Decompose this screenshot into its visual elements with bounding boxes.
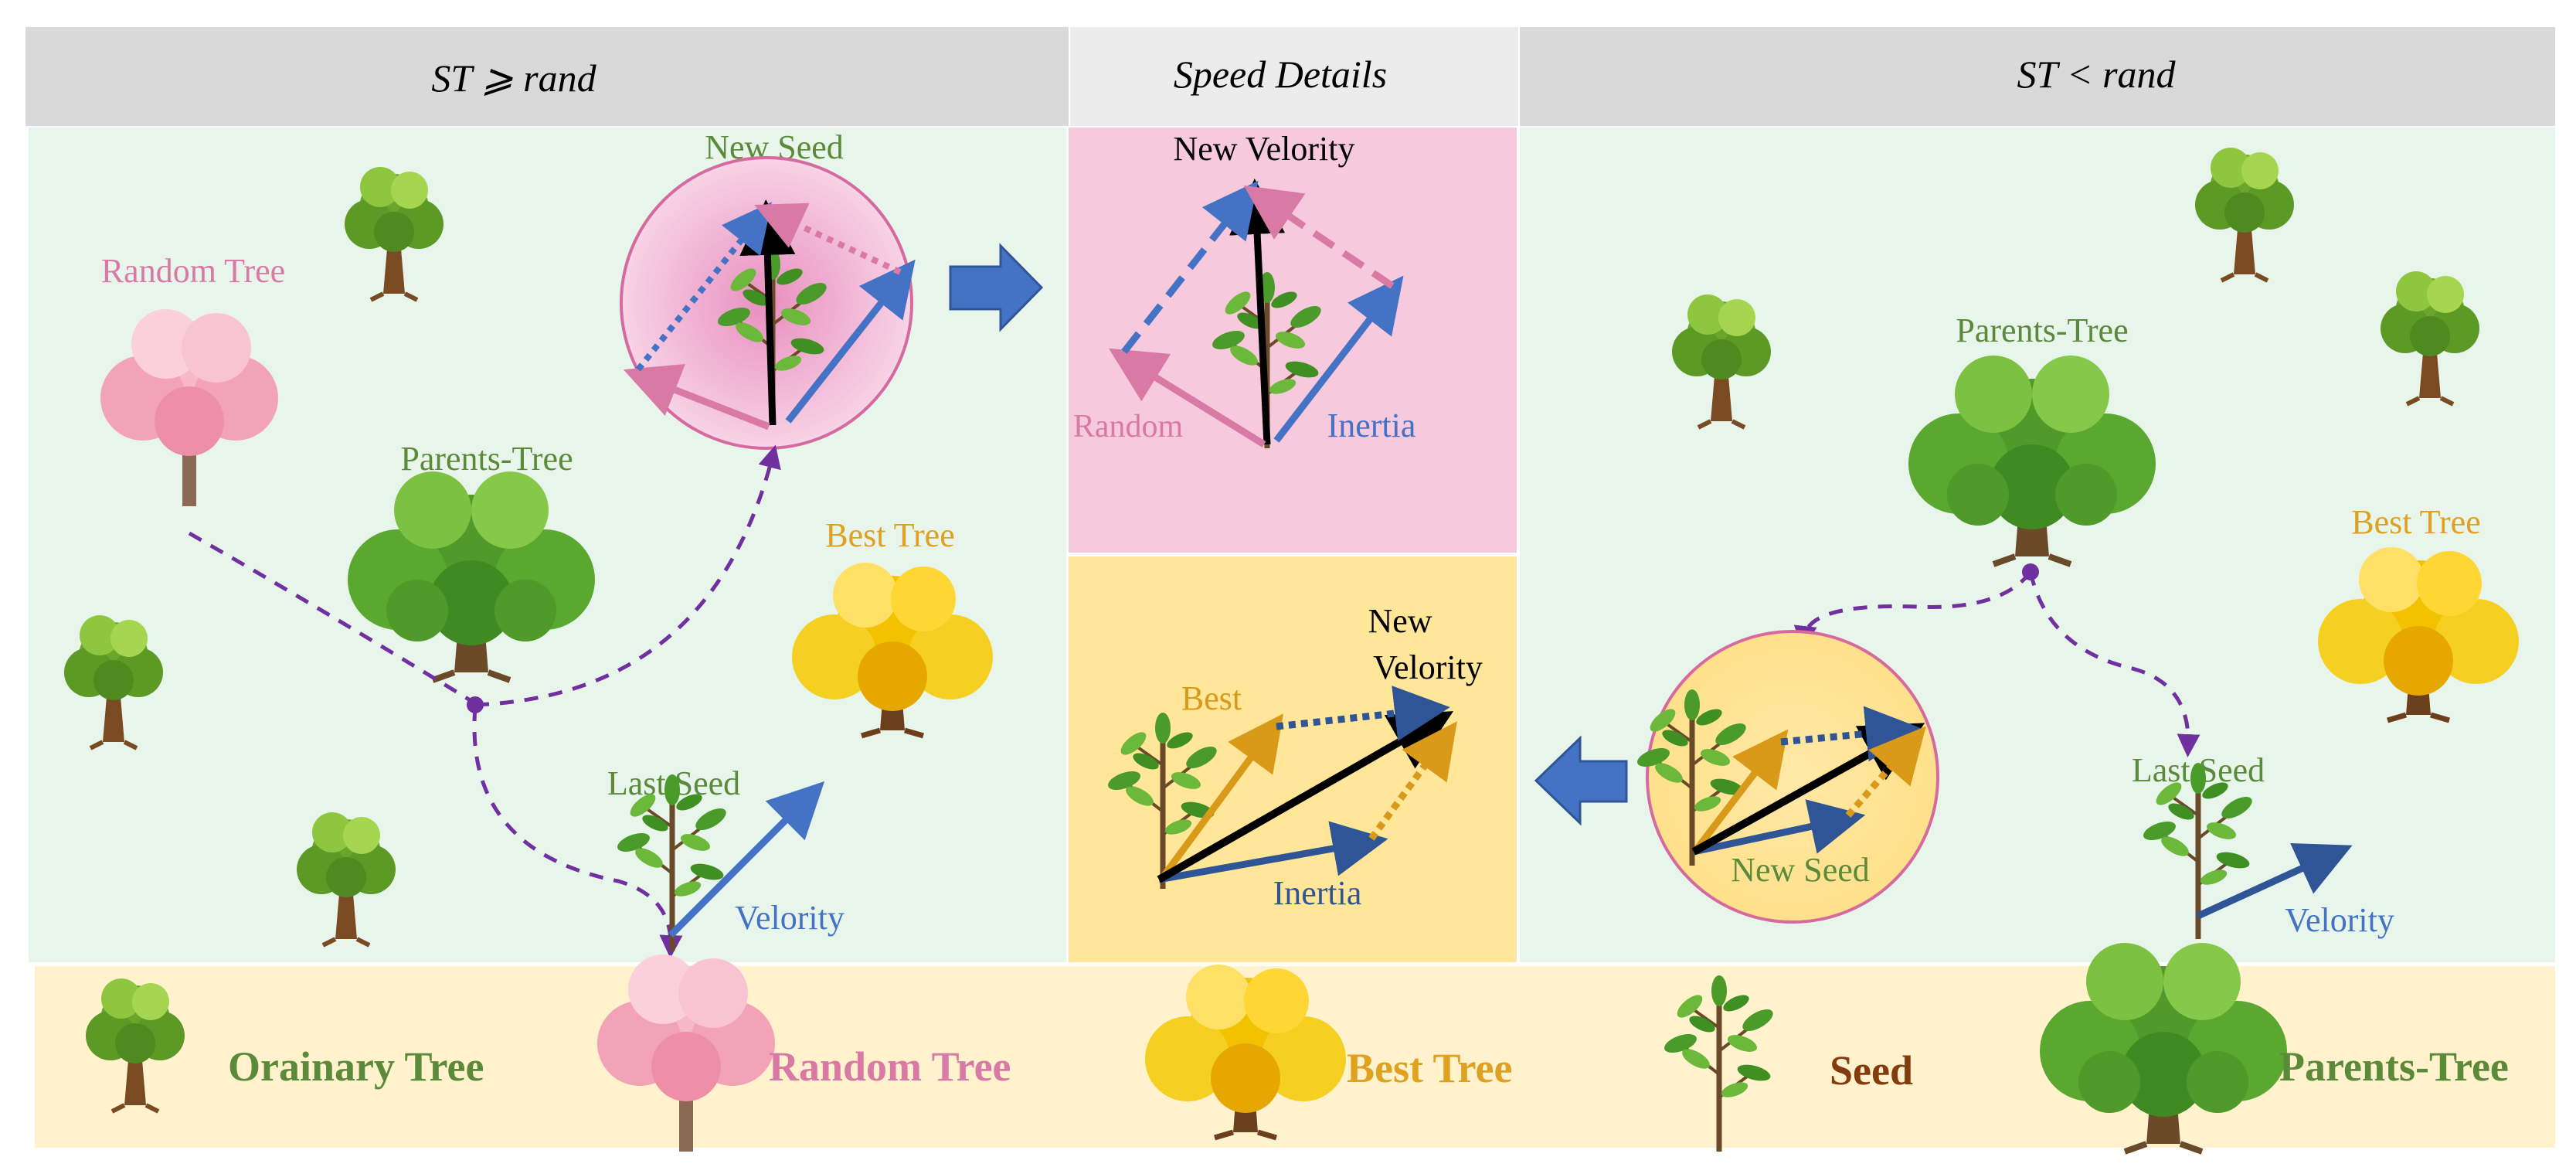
legend-random-label: Random Tree xyxy=(769,1043,1011,1090)
random-tree-label: Random Tree xyxy=(101,252,285,290)
center-bottom-inertia-label: Inertia xyxy=(1273,874,1362,912)
legend: Orainary Tree Random Tree Best Tree Seed… xyxy=(35,943,2555,1152)
legend-seed-label: Seed xyxy=(1830,1047,1913,1094)
best-tree-label: Best Tree xyxy=(825,516,954,554)
header-bar: ST ⩾ rand Speed Details ST < rand xyxy=(25,27,2555,126)
center-inertia-arrow xyxy=(1273,275,1404,443)
right-best-tree-label: Best Tree xyxy=(2351,503,2480,541)
last-seed-velocity-arrow xyxy=(668,781,825,938)
path-parent-to-newseed xyxy=(474,444,781,707)
left-panel: Random Tree Parents-Tree Best Tree New S… xyxy=(64,128,1044,958)
header-left-title: ST ⩾ rand xyxy=(431,56,596,100)
center-dashed-pink xyxy=(1243,185,1395,289)
center-top-panel: New Velority Random Inertia xyxy=(1073,130,1416,448)
right-panel: Parents-Tree Best Tree Last Seed Velorit… xyxy=(1534,148,2519,939)
right-last-seed-velocity-arrow xyxy=(2197,842,2353,920)
arrow-left-big xyxy=(1534,735,1628,826)
right-parents-tree-label: Parents-Tree xyxy=(1956,311,2128,349)
path-parent-to-lastseed xyxy=(472,706,683,958)
legend-best-label: Best Tree xyxy=(1347,1045,1512,1091)
rn-best-arrow xyxy=(1693,729,1789,852)
cb-inertia-arrow xyxy=(1158,821,1388,883)
header-right-title: ST < rand xyxy=(2017,53,2176,96)
center-bottom-best-label: Best xyxy=(1181,679,1242,717)
cb-best-arrow xyxy=(1160,713,1284,880)
new-seed-dotted-blue xyxy=(635,202,772,372)
center-random-label: Random xyxy=(1073,409,1184,444)
cb-dotted-orange xyxy=(1368,721,1457,841)
right-parent-node-dot xyxy=(2022,563,2039,580)
header-center-bg xyxy=(1070,27,1518,126)
new-seed-random-arrow xyxy=(623,363,770,430)
center-bottom-new-label-1: New xyxy=(1368,602,1432,640)
header-left-bg xyxy=(25,27,1069,126)
header-right-bg xyxy=(1520,27,2555,126)
cb-dotted-navy xyxy=(1276,686,1450,741)
rn-inertia-arrow xyxy=(1693,799,1866,856)
right-velocity-label: Velority xyxy=(2285,901,2394,939)
center-random-arrow xyxy=(1109,348,1266,447)
new-seed-inertia-arrow xyxy=(785,259,916,424)
rn-dotted-orange xyxy=(1845,726,1926,818)
legend-ordinary-label: Orainary Tree xyxy=(228,1043,484,1090)
path-rparent-to-lastseed xyxy=(2028,571,2200,757)
legend-parents-label: Parents-Tree xyxy=(2279,1043,2509,1090)
velocity-label: Velority xyxy=(735,899,845,937)
header-center-title: Speed Details xyxy=(1174,53,1387,96)
path-rparent-to-newseed xyxy=(1793,570,2032,649)
center-dashed-blue xyxy=(1121,180,1259,354)
center-bottom-panel: New Velority Best Inertia xyxy=(1106,602,1483,912)
arrow-right-big xyxy=(949,243,1044,332)
cb-velocity-arrow xyxy=(1157,711,1454,883)
right-new-seed-label: New Seed xyxy=(1731,851,1870,889)
center-bottom-new-label-2: Velority xyxy=(1373,648,1483,686)
path-random-to-parent xyxy=(188,531,477,706)
center-new-velocity-label: New Velority xyxy=(1173,130,1354,168)
parent-node-dot xyxy=(467,696,484,713)
parents-tree-label: Parents-Tree xyxy=(400,440,573,478)
center-inertia-label: Inertia xyxy=(1327,407,1416,444)
